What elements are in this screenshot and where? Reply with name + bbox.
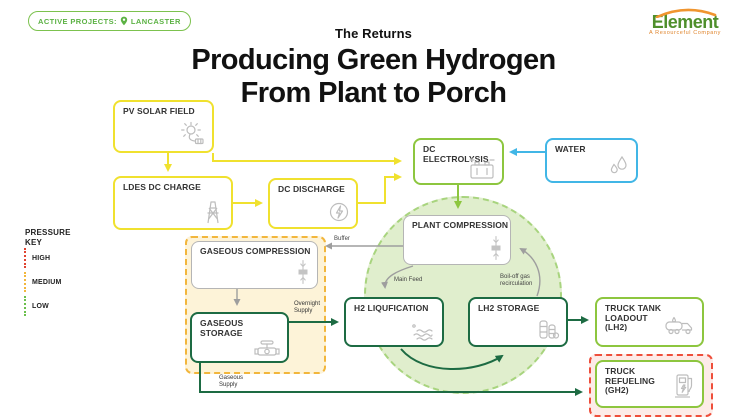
overnight-supply-label: Overnight Supply	[294, 301, 320, 315]
boil-off-line1: Boil-off gas	[500, 274, 530, 280]
edge-pv-to-electrolysis	[212, 153, 402, 165]
gaseous-line2: Supply	[219, 382, 238, 388]
logo-brand: Element	[651, 12, 719, 32]
pressure-key-high-swatch	[24, 248, 26, 268]
pressure-key-title-line2: KEY	[25, 237, 43, 247]
buffer-label: Buffer	[334, 236, 350, 242]
location-pin-icon	[120, 16, 128, 26]
node-label-line2: REFUELING	[605, 375, 656, 386]
sun-icon	[177, 121, 207, 148]
node-label: WATER	[555, 144, 586, 154]
node-label: PV SOLAR FIELD	[123, 106, 195, 116]
node-label: DC ELECTROLYSIS	[423, 144, 489, 164]
node-label: LH2 STORAGE	[478, 303, 540, 313]
badge-project: LANCASTER	[130, 16, 181, 26]
node-label: DC DISCHARGE	[278, 184, 345, 194]
node-label-line1: TRUCK	[605, 366, 636, 376]
pressure-key-medium-label: MEDIUM	[32, 279, 62, 286]
compressor-icon	[487, 235, 505, 261]
active-projects-badge: ACTIVE PROJECTS: LANCASTER	[28, 11, 191, 31]
edge-gaseous-supply	[199, 363, 583, 396]
node-label-line3: (GH2)	[605, 385, 629, 395]
node-water: WATER	[545, 138, 638, 183]
lightning-icon	[327, 200, 351, 224]
node-gaseous-storage: GASEOUS STORAGE	[190, 312, 289, 363]
node-label: TRUCK REFUELING (GH2)	[605, 366, 656, 396]
logo-tagline: A Resourceful Company	[649, 30, 721, 36]
overnight-line2: Supply	[294, 308, 313, 314]
element-logo: Element A Resourceful Company	[639, 6, 731, 36]
node-label: H2 LIQUFICATION	[354, 303, 429, 313]
node-label: GASEOUS STORAGE	[200, 318, 244, 338]
node-plant-compression: PLANT COMPRESSION	[403, 215, 511, 265]
compressor-icon	[294, 259, 312, 285]
water-drops-icon	[605, 152, 631, 178]
pressure-key-title-line1: PRESSURE	[25, 228, 71, 237]
pressure-key-title: PRESSURE KEY	[25, 228, 71, 247]
pressure-key-low-label: LOW	[32, 303, 49, 310]
title-line-2: From Plant to Porch	[240, 77, 507, 109]
liquid-waves-icon	[409, 322, 437, 342]
page-header: The Returns Producing Green Hydrogen Fro…	[0, 26, 747, 110]
node-lh2-storage: LH2 STORAGE	[468, 297, 568, 347]
edge-boil-off	[519, 248, 541, 297]
node-dc-discharge: DC DISCHARGE	[268, 178, 358, 229]
node-label-line3: (LH2)	[605, 322, 628, 332]
node-label: TRUCK TANK LOADOUT (LH2)	[605, 303, 662, 333]
plant-loop-zone	[364, 196, 562, 394]
node-label: PLANT COMPRESSION	[412, 220, 509, 230]
node-h2-liquification: H2 LIQUFICATION	[344, 297, 444, 347]
node-ldes-dc-charge: LDES DC CHARGE	[113, 176, 233, 230]
node-pv-solar-field: PV SOLAR FIELD	[113, 100, 214, 153]
pressure-key-low-swatch	[24, 296, 26, 316]
page-title: Producing Green Hydrogen From Plant to P…	[0, 44, 747, 110]
title-line-1: Producing Green Hydrogen	[191, 44, 556, 76]
logo-swoosh-icon	[655, 8, 717, 18]
pressure-key-high-label: HIGH	[32, 255, 51, 262]
valve-icon	[252, 336, 282, 358]
node-truck-tank-loadout: TRUCK TANK LOADOUT (LH2)	[595, 297, 704, 347]
node-label: GASEOUS COMPRESSION	[200, 246, 311, 256]
edge-main-feed	[381, 265, 414, 289]
node-label: LDES DC CHARGE	[123, 182, 201, 192]
node-dc-electrolysis: DC ELECTROLYSIS	[413, 138, 504, 185]
gaseous-line1: Gaseous	[219, 375, 244, 381]
edge-discharge-to-electrolysis	[358, 173, 402, 204]
fuel-pump-icon	[673, 371, 697, 401]
gaseous-supply-label: Gaseous Supply	[219, 375, 243, 389]
transmission-tower-icon	[200, 199, 226, 225]
boil-off-line2: recirculation	[500, 281, 533, 287]
electrolysis-cell-icon	[467, 158, 497, 180]
node-label-line2: LOADOUT	[605, 312, 648, 323]
node-truck-refueling: TRUCK REFUELING (GH2)	[595, 360, 704, 408]
node-label-line1: TRUCK TANK	[605, 303, 662, 313]
node-gaseous-compression: GASEOUS COMPRESSION	[191, 241, 318, 289]
pressure-key-medium-swatch	[24, 272, 26, 292]
badge-label: ACTIVE PROJECTS:	[38, 16, 117, 26]
boil-off-label: Boil-off gas recirculation	[500, 274, 532, 288]
storage-tanks-icon	[535, 316, 561, 342]
kicker: The Returns	[335, 26, 412, 41]
edge-liquification-to-lh2	[400, 348, 504, 371]
main-feed-label: Main Feed	[394, 277, 423, 283]
tanker-truck-icon	[663, 313, 697, 337]
overnight-line1: Overnight	[294, 301, 321, 307]
